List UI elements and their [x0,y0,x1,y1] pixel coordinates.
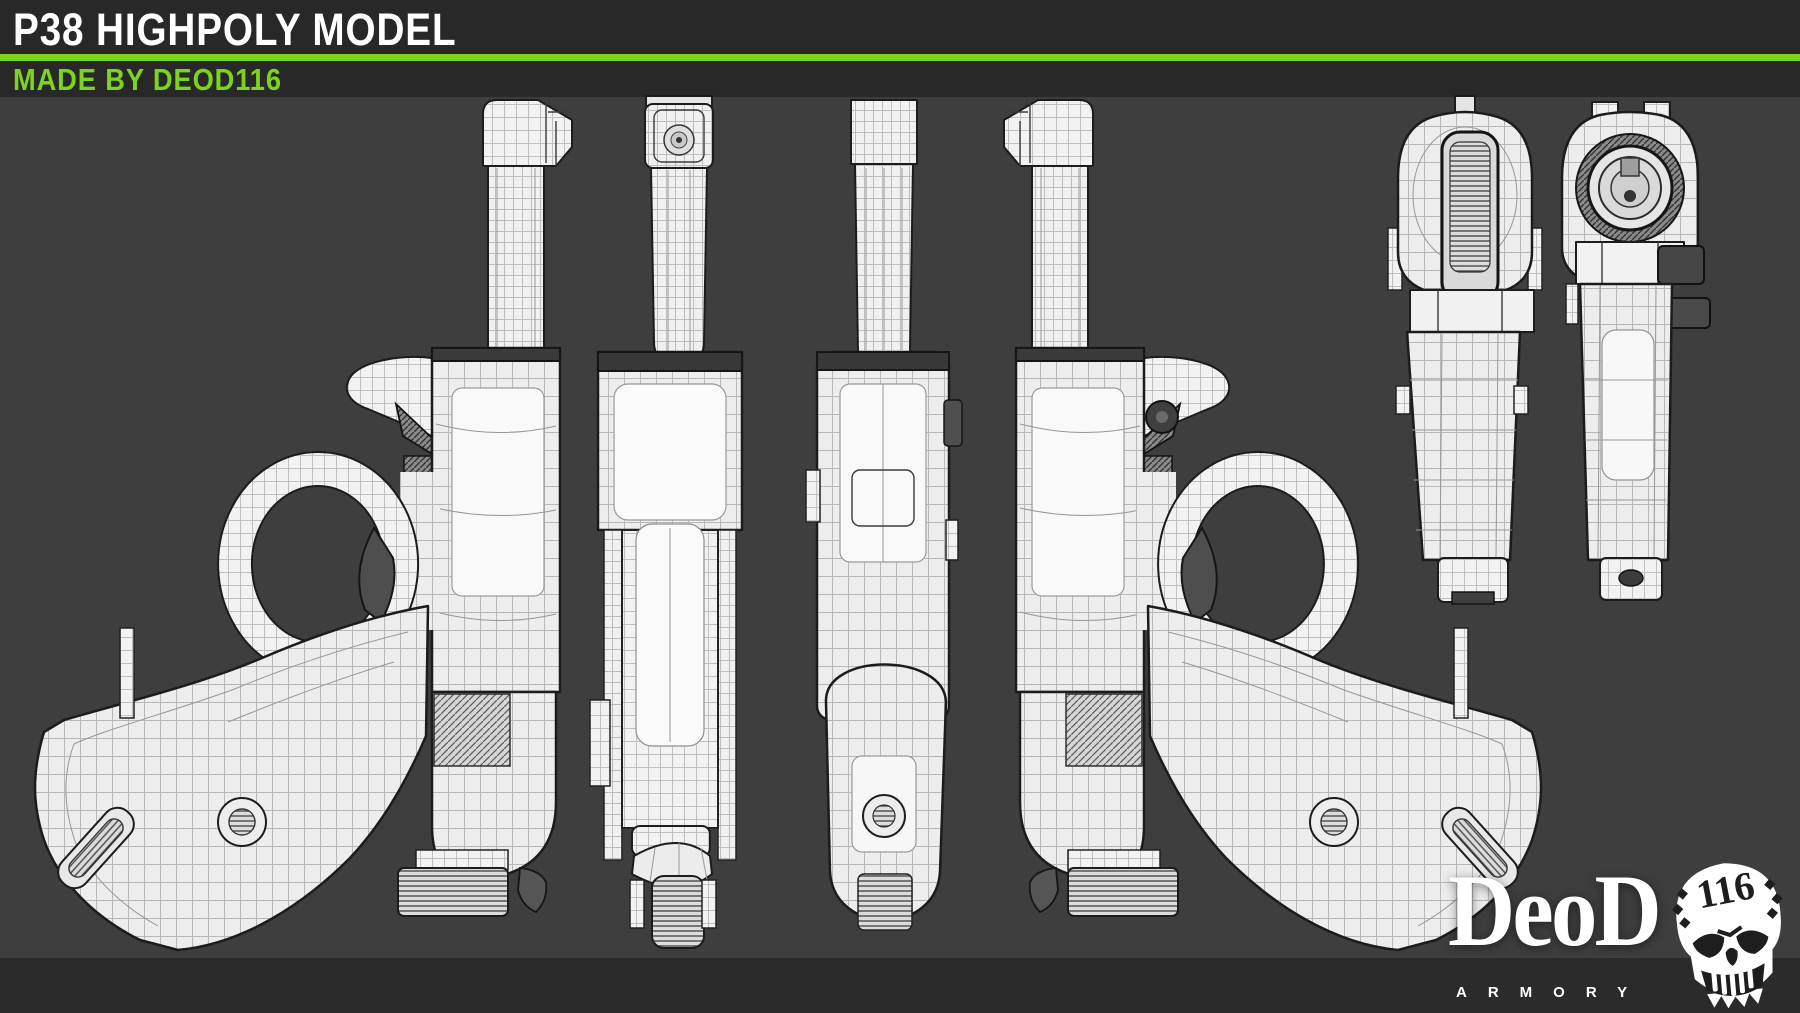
magazine-base [397,867,509,917]
view-right-side [1003,99,1543,952]
heel-latch [517,867,548,914]
magazine-base [1067,867,1179,917]
brand-subtext: ARMORY [1456,984,1649,1001]
barrel [1031,165,1089,367]
footer-strip [0,958,1800,1013]
heel-latch [1028,867,1059,914]
safety-lever-top [943,399,963,447]
rear-slide-hump [345,355,433,437]
view-top [805,99,963,931]
trigger [1180,526,1218,624]
page-title: P38 HIGHPOLY MODEL [13,4,457,55]
lanyard-knob [651,875,705,949]
safety-lever [1657,245,1705,285]
grip-panel [1146,604,1543,952]
accent-divider [0,54,1800,61]
barrel [650,167,708,365]
skull-number: 116 [1693,862,1758,917]
brand-wordmark: DeoD [1448,854,1662,969]
view-front-assembly [589,95,744,949]
view-slide-top-detail [1387,95,1543,605]
grip-panel [33,604,430,952]
skull-116-icon: 116 [1672,862,1783,1009]
barrel [487,165,545,367]
backstrap-tang [119,627,135,719]
frontstrap-checkering [1065,693,1143,767]
title-bar: P38 HIGHPOLY MODEL [0,0,1800,55]
frontstrap-checkering [433,693,511,767]
barrel-top [850,99,918,165]
view-slide-front-detail [1560,101,1711,601]
brand-logo: DeoD ARMORY 116 [1440,856,1800,1013]
trigger [358,526,396,624]
muzzle-front-sight [482,99,573,167]
view-left-side [33,99,573,952]
backstrap-tang [1453,627,1469,719]
page-subtitle: MADE BY DEOD116 [13,62,282,97]
frame-rail [1405,330,1522,562]
muzzle-front-sight [1003,99,1094,167]
lanyard-hatch [857,873,913,931]
subtitle-bar: MADE BY DEOD116 [0,61,1800,97]
